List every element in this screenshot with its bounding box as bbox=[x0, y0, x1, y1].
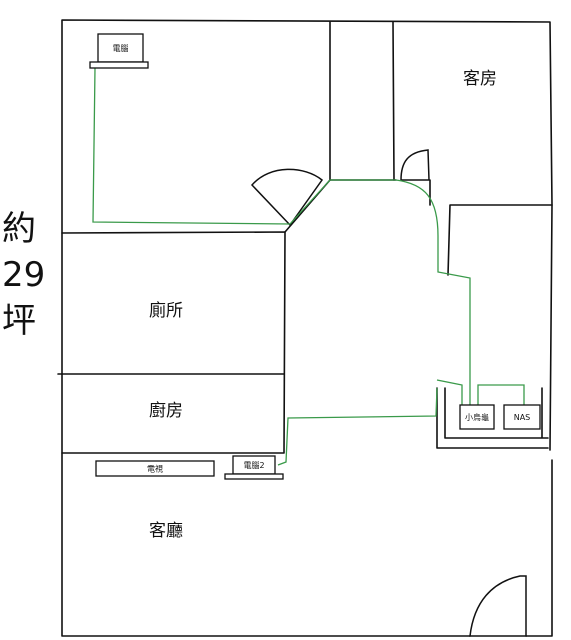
tv-label: 電視 bbox=[147, 465, 163, 474]
room-label-guest-room: 客房 bbox=[463, 69, 497, 89]
nas-icon: NAS bbox=[503, 404, 541, 430]
toilet-kitchen-block bbox=[57, 231, 286, 454]
computer-2-label: 電腦2 bbox=[243, 460, 264, 470]
computer-1-icon: 電腦 bbox=[89, 33, 149, 69]
room-label-kitchen: 廚房 bbox=[149, 400, 183, 421]
computer-1-label: 電腦 bbox=[113, 43, 129, 53]
cable-computer-1 bbox=[92, 67, 471, 405]
closet-wall bbox=[436, 387, 549, 449]
cable-router-nas bbox=[436, 379, 525, 405]
doors bbox=[250, 149, 527, 637]
door-guest-room bbox=[400, 149, 430, 181]
area-note-char-1: 約 bbox=[2, 209, 36, 249]
tv-icon: 電視 bbox=[95, 460, 215, 477]
door-entrance bbox=[469, 575, 527, 637]
room-label-toilet: 廁所 bbox=[149, 300, 183, 321]
walls bbox=[57, 19, 553, 637]
router-icon: 小烏龜 bbox=[459, 404, 495, 430]
router-label: 小烏龜 bbox=[465, 412, 489, 422]
area-note-number: 29 bbox=[2, 255, 46, 295]
network-cables bbox=[92, 67, 525, 466]
corridor-wall bbox=[329, 21, 395, 181]
area-note-char-2: 坪 bbox=[2, 301, 36, 341]
door-toilet bbox=[250, 168, 324, 227]
room-label-living-room: 客廳 bbox=[149, 521, 183, 541]
cable-computer-2 bbox=[277, 387, 438, 466]
guest-room-wall bbox=[429, 179, 553, 451]
outer-wall bbox=[61, 19, 553, 637]
nas-label: NAS bbox=[514, 413, 531, 422]
computer-2-icon: 電腦2 bbox=[224, 455, 284, 480]
